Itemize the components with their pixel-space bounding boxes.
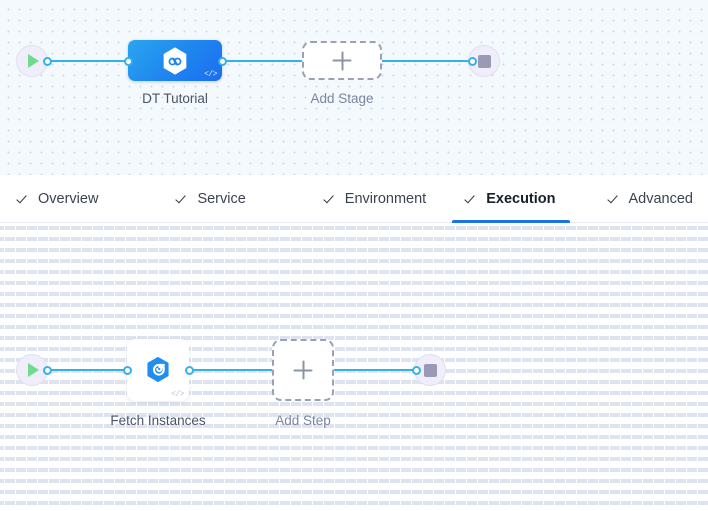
stage-node-dt-tutorial[interactable]: </> — [128, 40, 222, 81]
tab-advanced[interactable]: Advanced — [609, 175, 694, 222]
step-output-port[interactable] — [184, 365, 194, 375]
hexagon-link-icon — [161, 46, 190, 75]
exec-end-input-port[interactable] — [412, 365, 421, 375]
stage-output-port[interactable] — [217, 56, 227, 66]
add-stage-label: Add Stage — [310, 91, 374, 106]
code-badge-icon: </> — [171, 390, 184, 399]
connector-stage-to-addstage — [222, 60, 302, 62]
start-output-port[interactable] — [43, 56, 52, 66]
add-stage-button[interactable] — [302, 41, 382, 80]
connector-addstage-to-end — [382, 60, 472, 62]
stage-input-port[interactable] — [123, 56, 133, 66]
execution-end-node[interactable] — [414, 354, 446, 386]
stop-icon — [423, 363, 437, 377]
tab-environment-label: Environment — [344, 190, 427, 207]
tab-service-label: Service — [197, 190, 246, 207]
steps-flow: </> Fetch Instances Add Step — [0, 223, 708, 511]
end-input-port[interactable] — [468, 56, 477, 66]
step-label: Fetch Instances — [110, 413, 206, 428]
stage-config-tabs: Overview Service Environment Execution A… — [0, 175, 708, 223]
play-icon — [28, 54, 39, 68]
tab-advanced-label: Advanced — [628, 190, 694, 207]
add-step-button[interactable] — [272, 339, 334, 401]
exec-start-output-port[interactable] — [43, 365, 52, 375]
tab-environment[interactable]: Environment — [325, 175, 426, 222]
connector-start-to-stage — [45, 60, 130, 62]
step-node-fetch-instances[interactable]: </> — [127, 339, 189, 401]
check-icon — [18, 192, 31, 205]
pipeline-start-node[interactable] — [16, 45, 48, 77]
execution-steps-canvas[interactable]: </> Fetch Instances Add Step — [0, 223, 708, 511]
stop-icon — [477, 54, 491, 68]
plus-icon — [332, 51, 352, 70]
tab-execution[interactable]: Execution — [452, 175, 570, 223]
tab-overview-label: Overview — [38, 190, 99, 207]
play-icon — [28, 363, 39, 377]
code-badge-icon: </> — [204, 70, 217, 79]
tab-execution-label: Execution — [486, 190, 556, 207]
stages-canvas[interactable]: </> DT Tutorial Add Stage — [0, 0, 708, 175]
stages-flow: </> DT Tutorial Add Stage — [0, 0, 708, 175]
add-step-label: Add Step — [275, 413, 331, 428]
connector-step-to-addstep — [189, 369, 274, 371]
check-icon — [466, 192, 479, 205]
check-icon — [609, 192, 622, 205]
connector-start-to-step — [45, 369, 130, 371]
check-icon — [325, 192, 338, 205]
stage-label: DT Tutorial — [142, 91, 208, 106]
hexagon-shell-script-icon — [145, 356, 172, 383]
plus-icon — [293, 360, 313, 380]
execution-start-node[interactable] — [16, 354, 48, 386]
tab-overview[interactable]: Overview — [18, 175, 98, 222]
tab-service[interactable]: Service — [177, 175, 245, 222]
check-icon — [177, 192, 190, 205]
step-input-port[interactable] — [122, 365, 132, 375]
connector-addstep-to-end — [334, 369, 416, 371]
